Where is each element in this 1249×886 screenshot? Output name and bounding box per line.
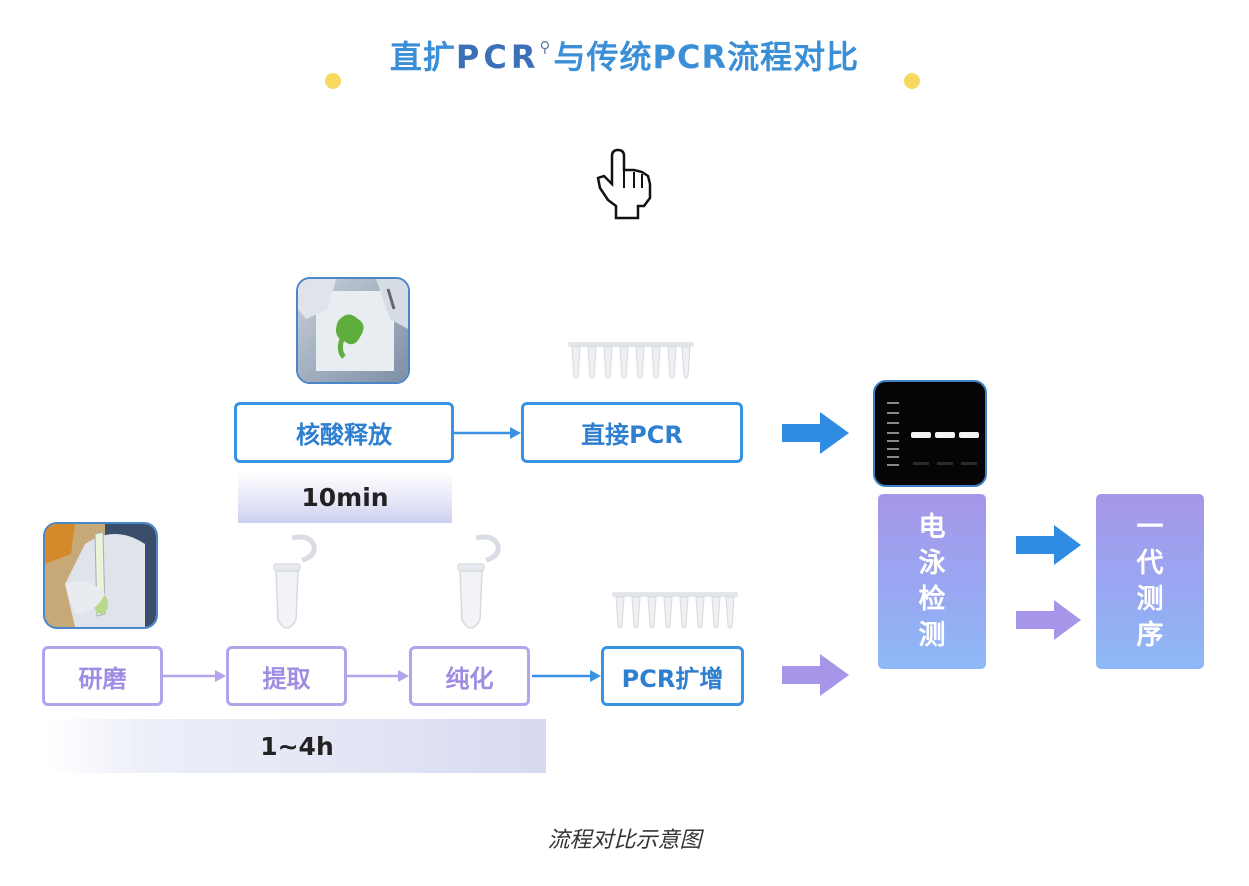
step-label: PCR扩增 [621,664,724,693]
time-label: 1~4h [260,731,334,761]
title-part3: 与传统PCR流程对比 [553,38,860,76]
step-direct-pcr: 直接PCR [521,402,743,463]
grinding-sample-photo [43,522,158,629]
decor-dot-left [325,73,341,89]
detect-char: 测 [918,619,946,651]
step-label: 纯化 [445,664,494,693]
arrow-blue-to-sequencing [1016,525,1081,565]
step-label: 直接PCR [581,421,683,449]
pcr-strip-tubes-bottom [612,592,738,629]
gel-electrophoresis-image [873,380,987,487]
centrifuge-tube-purify [457,534,501,629]
sanger-sequencing-box: 一 代 测 序 [1096,494,1204,669]
sequence-char: 序 [1136,619,1164,651]
step-nucleic-acid-release: 核酸释放 [234,402,454,463]
big-arrow-purple-bottom [782,654,849,696]
flow-arrow-b1 [163,670,226,682]
flow-arrow-top [454,427,521,439]
step-label: 核酸释放 [296,421,392,449]
decor-dot-right [904,73,920,89]
flow-arrow-b3 [532,670,601,682]
search-icon[interactable]: ⚲ [539,38,552,56]
time-band-traditional: 1~4h [48,719,546,773]
hand-pointer-icon [596,148,652,220]
title-part2: PCR [455,38,540,76]
figure-caption: 流程对比示意图 [547,828,702,853]
detect-char: 电 [918,511,946,543]
big-arrow-blue-top [782,412,849,454]
step-label: 研磨 [78,664,127,693]
title-part1: 直扩 [389,38,456,76]
pcr-strip-tubes-top [568,342,694,379]
flow-arrow-b2 [347,670,409,682]
step-pcr-amplification: PCR扩增 [601,646,744,706]
leaf-sample-photo [296,277,410,384]
sequence-char: 代 [1136,547,1164,579]
arrow-purple-to-sequencing [1016,600,1081,640]
sequence-char: 一 [1136,511,1164,543]
step-label: 提取 [262,664,311,693]
page-title: 直扩PCR⚲与传统PCR流程对比 [0,32,1249,78]
step-grinding: 研磨 [42,646,163,706]
time-band-direct: 10min [238,471,452,523]
step-purification: 纯化 [409,646,530,706]
electrophoresis-detection-box: 电 泳 检 测 [878,494,986,669]
detect-char: 泳 [918,547,946,579]
step-extraction: 提取 [226,646,347,706]
sequence-char: 测 [1136,583,1164,615]
detect-char: 检 [918,583,946,615]
centrifuge-tube-extract [273,534,317,629]
time-label: 10min [301,482,389,512]
